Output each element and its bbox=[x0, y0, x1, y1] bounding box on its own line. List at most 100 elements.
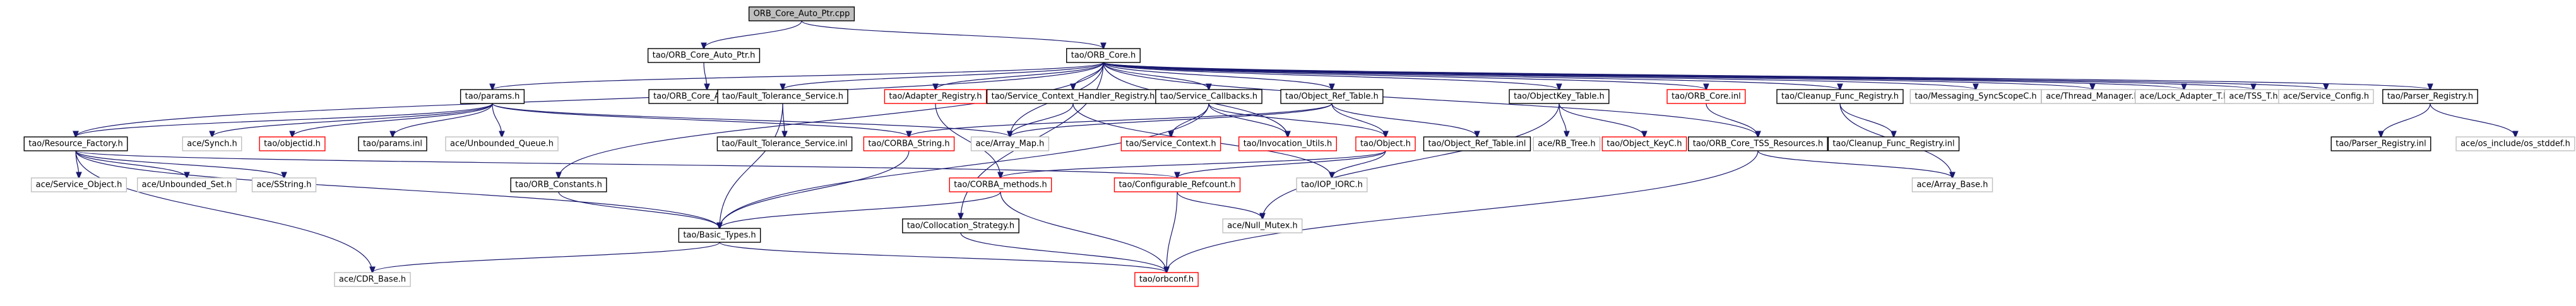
node-label: ace/RB_Tree.h bbox=[1538, 139, 1595, 149]
node-box bbox=[30, 177, 128, 192]
node-label: tao/ORB_Constants.h bbox=[515, 180, 602, 190]
node-label: tao/Object.h bbox=[1360, 139, 1411, 149]
graph-node-core-auto-ptr-h[interactable]: tao/ORB_Core_Auto_Ptr.h bbox=[647, 48, 761, 63]
node-label: tao/Fault_Tolerance_Service.inl bbox=[721, 139, 847, 149]
node-box bbox=[460, 89, 525, 104]
edge-orb-core-h-to-object-ref-table-h bbox=[1103, 62, 1332, 90]
node-box bbox=[902, 218, 1019, 233]
edge-resource-factory-h-to-basic-types-h bbox=[75, 150, 720, 228]
graph-node-synch-h: ace/Synch.h bbox=[182, 136, 242, 151]
graph-node-scx-handler-registry-h[interactable]: tao/Service_Context_Handler_Registry.h bbox=[986, 89, 1160, 104]
node-box bbox=[717, 89, 848, 104]
graph-node-params-inl[interactable]: tao/params.inl bbox=[358, 136, 427, 151]
edge-core-auto-ptr-h-to-core-auto-ptr-inl bbox=[703, 62, 707, 90]
graph-node-parser-registry-h[interactable]: tao/Parser_Registry.h bbox=[2382, 89, 2478, 104]
graph-node-objectkey-table-h[interactable]: tao/ObjectKey_Table.h bbox=[1509, 89, 1610, 104]
edge-orb-core-h-to-adapter-registry-h bbox=[935, 62, 1104, 90]
graph-node-service-context-h[interactable]: tao/Service_Context.h bbox=[1120, 136, 1221, 151]
node-label: ace/Unbounded_Set.h bbox=[142, 180, 232, 190]
graph-node-null-mutex-h: ace/Null_Mutex.h bbox=[1222, 218, 1303, 233]
node-label: ace/TSS_T.h bbox=[2229, 92, 2277, 102]
edge-orb-core-inl-to-tss-resources-h bbox=[1706, 103, 1758, 137]
node-label: tao/Service_Callbacks.h bbox=[1160, 92, 1257, 102]
graph-node-objectid-h[interactable]: tao/objectid.h bbox=[259, 136, 326, 151]
graph-node-corba-methods-h[interactable]: tao/CORBA_methods.h bbox=[949, 177, 1052, 192]
node-box bbox=[445, 136, 559, 151]
node-box bbox=[1533, 136, 1601, 151]
edge-object-ref-table-h-to-object-h bbox=[1331, 103, 1386, 137]
graph-node-unbounded-set-h: ace/Unbounded_Set.h bbox=[136, 177, 237, 192]
graph-node-root: ORB_Core_Auto_Ptr.cpp bbox=[748, 6, 855, 21]
edge-orb-core-h-to-lock-adapter-t-h bbox=[1103, 62, 2184, 90]
edge-scx-handler-registry-h-to-array-map-h bbox=[1010, 103, 1074, 137]
edge-corba-methods-h-to-basic-types-h bbox=[720, 191, 1001, 228]
edge-orb-core-h-to-resource-factory-h bbox=[76, 62, 1104, 137]
graph-node-basic-types-h[interactable]: tao/Basic_Types.h bbox=[678, 228, 761, 243]
graph-node-array-base-h: ace/Array_Base.h bbox=[1911, 177, 1993, 192]
graph-node-cleanup-func-registry-h[interactable]: tao/Cleanup_Func_Registry.h bbox=[1776, 89, 1904, 104]
node-box bbox=[1423, 136, 1531, 151]
graph-node-object-keyc-h[interactable]: tao/Object_KeyC.h bbox=[1601, 136, 1687, 151]
graph-node-tss-t-h: ace/TSS_T.h bbox=[2224, 89, 2283, 104]
graph-node-object-ref-table-h[interactable]: tao/Object_Ref_Table.h bbox=[1280, 89, 1384, 104]
edge-parser-registry-h-to-parser-registry-inl bbox=[2381, 103, 2431, 137]
node-label: tao/ORB_Core.inl bbox=[1671, 92, 1741, 102]
graph-node-ft-service-inl[interactable]: tao/Fault_Tolerance_Service.inl bbox=[716, 136, 853, 151]
node-label: tao/Cleanup_Func_Registry.h bbox=[1781, 92, 1899, 102]
graph-node-orb-core-inl[interactable]: tao/ORB_Core.inl bbox=[1666, 89, 1746, 104]
graph-node-service-callbacks-h[interactable]: tao/Service_Callbacks.h bbox=[1155, 89, 1262, 104]
node-box bbox=[1355, 136, 1416, 151]
node-label: tao/Service_Context_Handler_Registry.h bbox=[992, 92, 1155, 102]
node-box bbox=[1509, 89, 1610, 104]
graph-node-parser-registry-inl[interactable]: tao/Parser_Registry.inl bbox=[2330, 136, 2431, 151]
node-label: tao/Messaging_SyncScopeC.h bbox=[1914, 92, 2036, 102]
node-box bbox=[136, 177, 237, 192]
graph-node-object-h[interactable]: tao/Object.h bbox=[1355, 136, 1416, 151]
nodes-layer: ORB_Core_Auto_Ptr.cpp tao/ORB_Core_Auto_P… bbox=[23, 6, 2575, 287]
node-box bbox=[884, 89, 987, 104]
edge-params-h-to-unbounded-queue-h bbox=[492, 103, 502, 137]
graph-node-rb-tree-h: ace/RB_Tree.h bbox=[1533, 136, 1601, 151]
edge-object-ref-table-h-to-object-ref-table-inl bbox=[1331, 103, 1477, 137]
graph-node-params-h[interactable]: tao/params.h bbox=[460, 89, 525, 104]
graph-node-configurable-refcount-h[interactable]: tao/Configurable_Refcount.h bbox=[1113, 177, 1241, 192]
node-label: ace/Service_Object.h bbox=[36, 180, 122, 190]
edge-basic-types-h-to-cdr-base-h bbox=[372, 242, 720, 273]
graph-node-corba-string-h[interactable]: tao/CORBA_String.h bbox=[863, 136, 955, 151]
node-label: tao/Collocation_Strategy.h bbox=[907, 221, 1014, 231]
graph-node-orbconf-h[interactable]: tao/orbconf.h bbox=[1134, 272, 1199, 287]
edge-corba-methods-h-to-orbconf-h bbox=[1000, 191, 1166, 273]
edge-params-h-to-objectid-h bbox=[292, 103, 493, 137]
node-box bbox=[1601, 136, 1687, 151]
edge-resource-factory-h-to-configurable-refcount-h bbox=[75, 150, 1177, 178]
node-box bbox=[2278, 89, 2374, 104]
graph-node-ft-service-h[interactable]: tao/Fault_Tolerance_Service.h bbox=[717, 89, 848, 104]
node-box bbox=[182, 136, 242, 151]
node-box bbox=[1688, 136, 1828, 151]
graph-node-object-ref-table-inl[interactable]: tao/Object_Ref_Table.inl bbox=[1423, 136, 1531, 151]
edge-tss-resources-h-to-orbconf-h bbox=[1166, 150, 1759, 273]
edge-object-h-to-iop-iorc-h bbox=[1332, 150, 1386, 178]
node-label: tao/Service_Context.h bbox=[1125, 139, 1216, 149]
edge-params-h-to-array-map-h bbox=[492, 103, 1010, 137]
graph-node-invocation-utils-h[interactable]: tao/Invocation_Utils.h bbox=[1238, 136, 1338, 151]
edge-cleanup-func-registry-h-to-cleanup-func-registry-inl bbox=[1839, 103, 1894, 137]
node-box bbox=[1113, 177, 1241, 192]
graph-node-orb-constants-h[interactable]: tao/ORB_Constants.h bbox=[510, 177, 607, 192]
node-box bbox=[1155, 89, 1262, 104]
graph-node-orb-core-h[interactable]: tao/ORB_Core.h bbox=[1066, 48, 1141, 63]
node-box bbox=[1238, 136, 1338, 151]
graph-node-tss-resources-h[interactable]: tao/ORB_Core_TSS_Resources.h bbox=[1688, 136, 1828, 151]
edge-params-h-to-corba-string-h bbox=[492, 103, 909, 137]
graph-node-resource-factory-h[interactable]: tao/Resource_Factory.h bbox=[23, 136, 128, 151]
graph-node-lock-adapter-t-h: ace/Lock_Adapter_T.h bbox=[2135, 89, 2233, 104]
graph-node-adapter-registry-h[interactable]: tao/Adapter_Registry.h bbox=[884, 89, 987, 104]
node-label: ace/Null_Mutex.h bbox=[1227, 221, 1298, 231]
node-label: tao/Adapter_Registry.h bbox=[889, 92, 982, 102]
edge-configurable-refcount-h-to-orbconf-h bbox=[1166, 191, 1178, 273]
graph-node-cleanup-func-registry-inl[interactable]: tao/Cleanup_Func_Registry.inl bbox=[1827, 136, 1960, 151]
node-label: ace/Synch.h bbox=[187, 139, 237, 149]
graph-node-collocation-strategy-h[interactable]: tao/Collocation_Strategy.h bbox=[902, 218, 1019, 233]
edge-service-callbacks-h-to-invocation-utils-h bbox=[1208, 103, 1288, 137]
edge-orb-core-h-to-orb-constants-h bbox=[559, 62, 1104, 178]
